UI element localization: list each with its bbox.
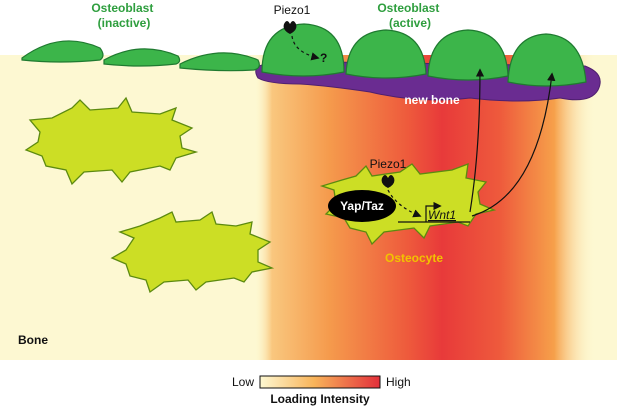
piezo1-osteoblast-label: Piezo1 (274, 3, 311, 17)
osteoblast-inactive-2 (103, 48, 181, 67)
piezo1-to-gene-arrow (387, 189, 422, 218)
loading-legend: Low High Loading Intensity (232, 375, 411, 406)
piezo1-osteocyte-label: Piezo1 (370, 157, 407, 171)
osteoblast-active-line1: Osteoblast (377, 1, 439, 15)
bone-label: Bone (18, 333, 48, 347)
osteocyte-left-top (24, 96, 199, 186)
osteoblast-inactive-label: Osteoblast (inactive) (91, 1, 156, 30)
piezo1-osteoblast-arrow (291, 35, 320, 61)
piezo1-osteocyte-icon (381, 175, 395, 188)
osteocyte-loaded (319, 163, 497, 246)
unknown-mechanism-mark: ? (320, 51, 327, 65)
new-bone-label: new bone (404, 93, 460, 107)
wnt1-label: Wnt1 (428, 208, 456, 222)
osteoblast-active-label: Osteoblast (active) (377, 1, 442, 30)
wnt1-to-osteoblast-4-arrow (471, 72, 556, 217)
promoter-arrow (425, 201, 442, 222)
osteoblast-active-line2: (active) (389, 16, 431, 30)
osteoblast-inactive-line1: Osteoblast (91, 1, 153, 15)
legend-high-label: High (386, 375, 411, 389)
osteoblast-inactive-line2: (inactive) (98, 16, 151, 30)
osteoblast-active-4 (507, 33, 587, 87)
piezo1-osteoblast-icon (283, 21, 297, 34)
osteoblast-inactive-3 (179, 52, 260, 72)
legend-title: Loading Intensity (270, 392, 370, 406)
osteoblast-inactive-1 (21, 40, 104, 63)
legend-low-label: Low (232, 375, 254, 389)
osteoblast-active-1 (261, 23, 345, 77)
osteoblast-active-3 (427, 29, 509, 81)
yap-taz-label: Yap/Taz (340, 199, 384, 213)
wnt1-to-osteoblast-3-arrow (469, 68, 485, 213)
osteoblast-active-2 (345, 29, 427, 79)
legend-gradient-bar (259, 375, 381, 389)
osteocyte-left-bottom (110, 210, 275, 294)
yap-taz-complex (328, 190, 396, 222)
osteocyte-label: Osteocyte (385, 251, 443, 265)
